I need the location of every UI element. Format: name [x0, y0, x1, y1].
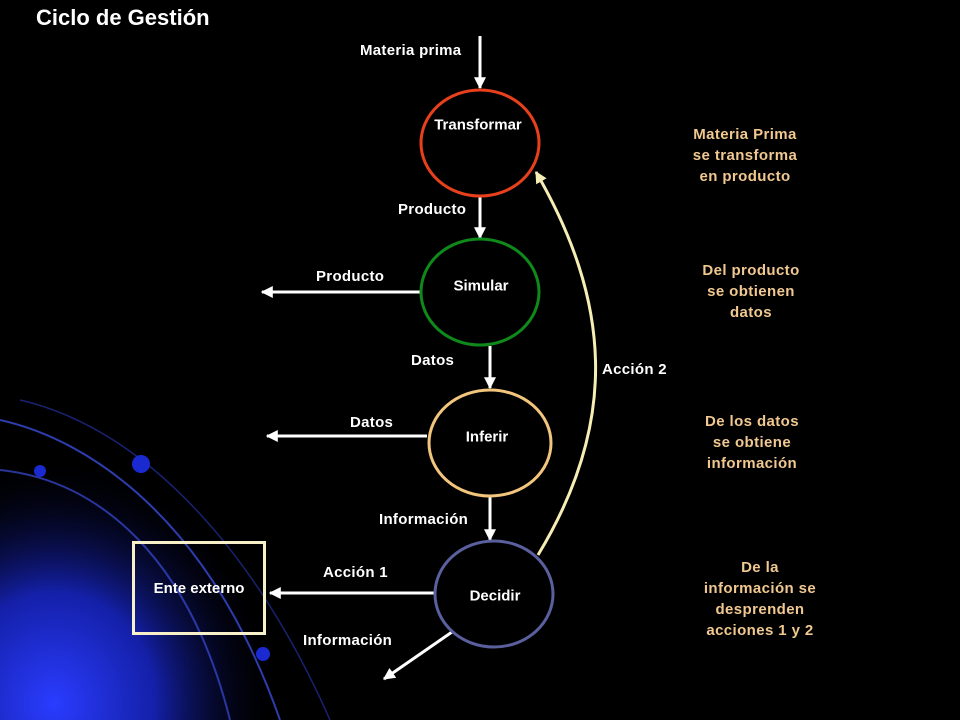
label-materia-prima: Materia prima: [360, 42, 462, 59]
note-line: en producto: [699, 168, 791, 185]
note-line: se obtienen: [707, 283, 795, 300]
ente-externo-box: Ente externo: [132, 541, 266, 635]
note-simular: Del producto se obtienen datos: [702, 260, 799, 323]
label-datos-out: Datos: [350, 414, 394, 431]
label-accion1: Acción 1: [323, 564, 388, 581]
label-informacion-out: Información: [303, 632, 393, 649]
note-line: información: [706, 455, 798, 472]
ente-externo-label: Ente externo: [153, 579, 245, 597]
label-informacion-down: Información: [379, 511, 469, 528]
note-line: se transforma: [692, 147, 798, 164]
label-datos-down: Datos: [411, 352, 455, 369]
note-inferir: De los datos se obtiene información: [705, 411, 799, 474]
note-line: información se: [703, 580, 817, 597]
note-transformar: Materia Prima se transforma en producto: [693, 124, 797, 187]
decor-dot: [132, 455, 150, 473]
node-label-simular: Simular: [453, 277, 509, 295]
page-title: Ciclo de Gestión: [36, 5, 210, 30]
node-decidir: [433, 539, 555, 649]
note-line: acciones 1 y 2: [706, 622, 814, 639]
note-line: datos: [729, 304, 772, 321]
decor-dot: [34, 465, 46, 477]
node-inferir: [427, 388, 553, 498]
note-decidir: De la información se desprenden acciones…: [704, 557, 816, 641]
note-line: Del producto: [702, 262, 800, 279]
node-transformar: [419, 88, 541, 198]
node-label-transformar: Transformar: [434, 116, 522, 134]
label-accion2: Acción 2: [602, 361, 667, 378]
label-producto-down: Producto: [398, 201, 467, 218]
note-line: se obtiene: [712, 434, 792, 451]
arrow-accion2: [534, 170, 598, 556]
node-simular: [419, 237, 541, 347]
note-line: Materia Prima: [693, 126, 797, 143]
arrow-informacion-out: [383, 630, 453, 681]
node-label-decidir: Decidir: [469, 587, 521, 605]
label-producto-out: Producto: [316, 268, 385, 285]
note-line: De los datos: [705, 413, 799, 430]
decor-dot: [256, 647, 270, 661]
node-label-inferir: Inferir: [465, 428, 509, 446]
note-line: desprenden: [715, 601, 805, 618]
note-line: De la: [741, 559, 779, 576]
